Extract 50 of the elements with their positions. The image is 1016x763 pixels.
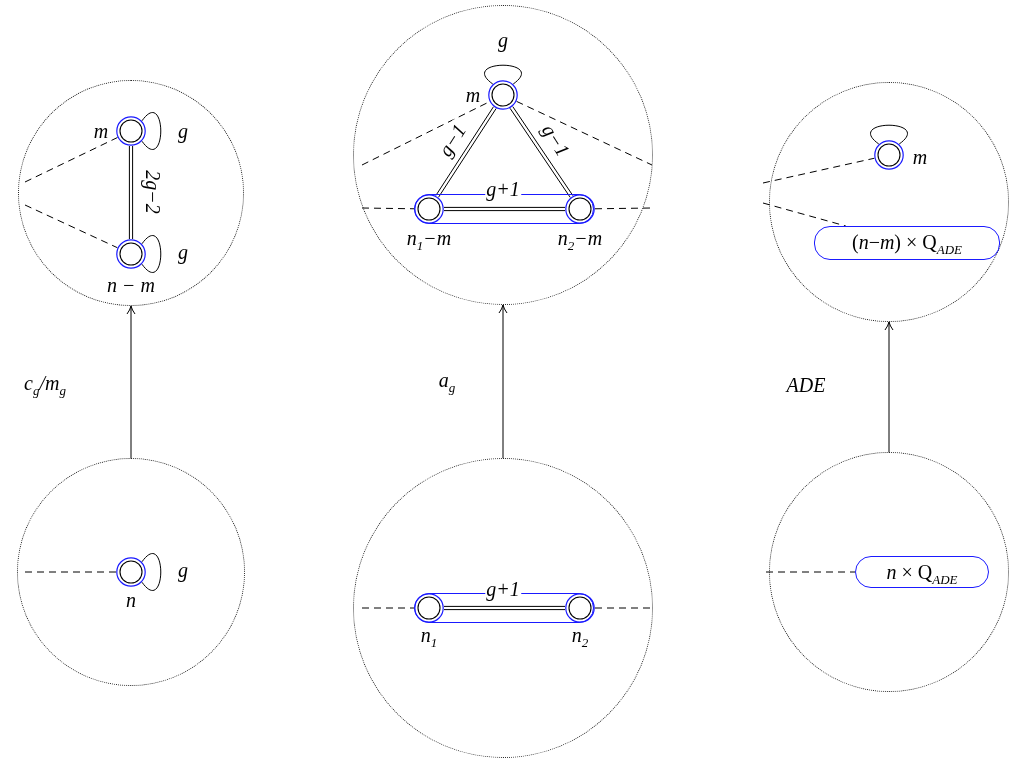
edge-label: g	[178, 121, 188, 141]
gauge-node	[565, 194, 595, 224]
double-line	[435, 106, 497, 198]
edge-label: g+1	[485, 579, 521, 599]
gauge-node	[116, 557, 146, 587]
dashed-line	[594, 207, 653, 210]
double-line	[128, 145, 134, 240]
edge-label: 2g−2	[143, 169, 163, 215]
gauge-node	[874, 140, 904, 170]
node-label: n$_{2}$	[571, 625, 589, 649]
node-label: n$_{2}$−m	[557, 228, 603, 252]
node-label: n$_{1}$	[420, 625, 438, 649]
gauge-node	[414, 194, 444, 224]
node-label: n$_{1}$−m	[406, 228, 452, 252]
dashed-line	[361, 607, 415, 609]
edge-label: g	[178, 242, 188, 262]
self-loop	[141, 235, 162, 273]
edge-label: g+1	[485, 179, 521, 199]
dashed-line	[594, 607, 653, 609]
dashed-line	[24, 204, 118, 249]
node-label: m	[912, 147, 928, 167]
node-label: n − m	[107, 275, 155, 295]
dashed-line	[24, 137, 118, 183]
edge-label: g	[498, 30, 508, 50]
rounded-label-box: (n−m) × Q$_{ADE}$	[814, 226, 1000, 260]
edge-label: g	[178, 560, 188, 580]
gauge-node	[488, 80, 518, 110]
node-label: m	[465, 85, 481, 105]
self-loop	[870, 124, 908, 145]
self-loop	[484, 64, 522, 85]
edge-label: a$_{g}$	[438, 370, 456, 394]
dashed-line	[361, 207, 415, 210]
dashed-line	[24, 571, 117, 573]
gauge-node	[116, 116, 146, 146]
gauge-node	[414, 593, 444, 623]
node-label: n	[126, 590, 136, 610]
dashed-line	[516, 100, 653, 166]
dashed-line	[762, 202, 847, 227]
dashed-line	[765, 571, 856, 573]
gauge-node	[116, 239, 146, 269]
self-loop	[141, 112, 162, 150]
dashed-line	[762, 157, 875, 184]
double-line	[443, 206, 566, 212]
edge-label: ADE	[786, 375, 826, 395]
node-label: m	[93, 121, 109, 141]
gauge-node	[565, 593, 595, 623]
double-line	[443, 605, 566, 611]
edge-label: c$_{g}$/m$_{g}$	[24, 373, 66, 397]
self-loop	[141, 553, 162, 591]
double-line	[509, 106, 574, 198]
